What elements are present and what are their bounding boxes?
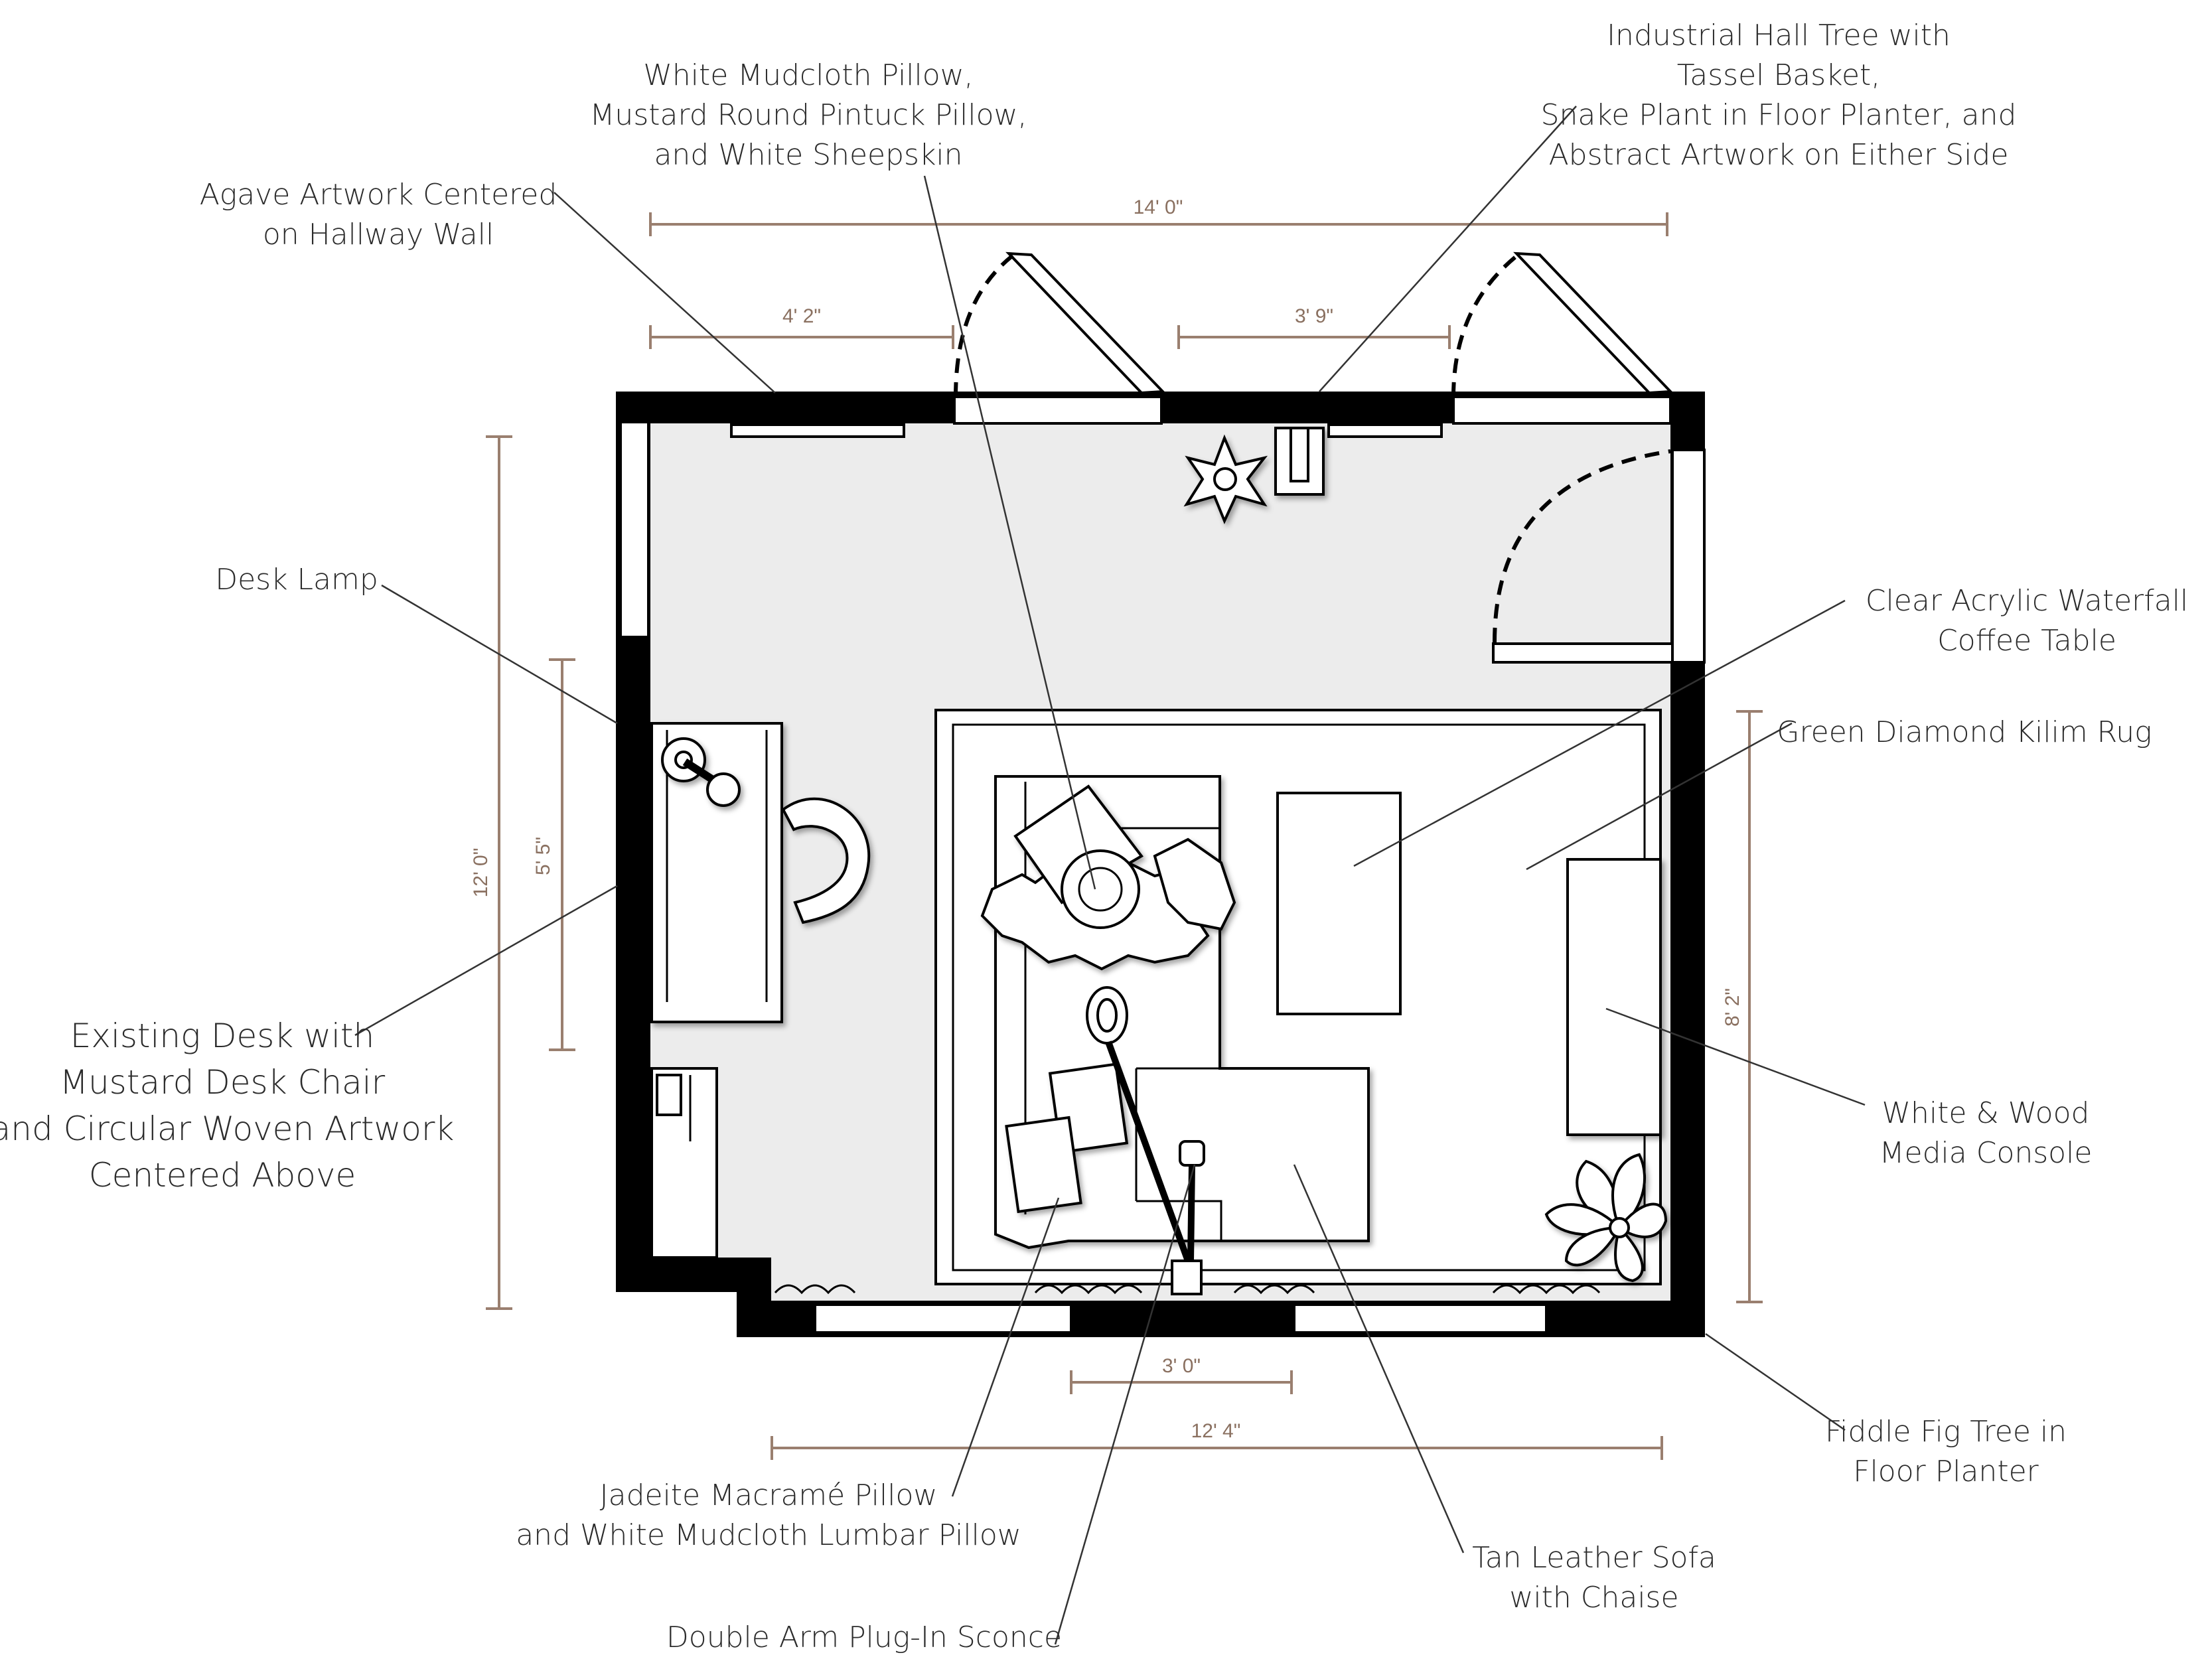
label-sconce: Double Arm Plug-In Sconce	[666, 1621, 1062, 1654]
label-rug: Green Diamond Kilim Rug	[1777, 715, 2152, 749]
label-hall-tree-3: Snake Plant in Floor Planter, and	[1541, 98, 2017, 132]
side-cabinet	[650, 1067, 718, 1259]
dim-bottom-window: 3' 0"	[1162, 1355, 1201, 1377]
media-console	[1566, 858, 1662, 1136]
desk-lamp	[661, 737, 741, 807]
label-jadeite-2: and White Mudcloth Lumbar Pillow	[516, 1518, 1021, 1552]
sofa-pillows	[980, 784, 1236, 1214]
label-hall-tree-1: Industrial Hall Tree with	[1607, 19, 1951, 52]
dim-left-desk: 5' 5"	[532, 837, 554, 875]
dim-right-rug: 8' 2"	[1722, 988, 1743, 1027]
callout-media-console: White & Wood Media Console	[1880, 1096, 2093, 1170]
hall-tree	[1274, 427, 1325, 496]
callout-fiddle-fig: Fiddle Fig Tree in Floor Planter	[1825, 1415, 2067, 1488]
callout-pillows: White Mudcloth Pillow, Mustard Round Pin…	[589, 58, 1027, 172]
fiddle-fig-tree	[1544, 1153, 1668, 1283]
desk-chair	[781, 797, 871, 924]
dim-bottom-overall: 12' 4"	[1191, 1420, 1241, 1442]
door-leaf-left	[1005, 252, 1166, 395]
label-agave-2: on Hallway Wall	[263, 218, 494, 252]
label-coffee-table-2: Coffee Table	[1937, 624, 2116, 658]
label-pillows-1: White Mudcloth Pillow,	[643, 58, 973, 92]
label-hall-tree-4: Abstract Artwork on Either Side	[1549, 138, 2009, 172]
callout-desk: Existing Desk with Mustard Desk Chair an…	[0, 1017, 454, 1194]
dim-left-overall: 12' 0"	[470, 848, 492, 898]
callout-agave: Agave Artwork Centered on Hallway Wall	[200, 178, 557, 252]
callout-sofa: Tan Leather Sofa with Chaise	[1472, 1541, 1716, 1615]
dim-top-overall: 14' 0"	[1134, 196, 1183, 218]
leader-lines	[354, 106, 1866, 1645]
lumbar-pillow	[1005, 1116, 1082, 1214]
door-leaf-right	[1513, 252, 1674, 395]
label-desk-4: Centered Above	[89, 1156, 356, 1194]
label-media-2: Media Console	[1880, 1136, 2093, 1170]
label-sofa-2: with Chaise	[1509, 1581, 1678, 1615]
openings	[619, 252, 1706, 1334]
callout-jadeite: Jadeite Macramé Pillow and White Mudclot…	[516, 1479, 1021, 1552]
callout-sconce: Double Arm Plug-In Sconce	[666, 1621, 1062, 1654]
dim-top-mid: 3' 9"	[1295, 305, 1333, 327]
label-desk-1: Existing Desk with	[70, 1017, 374, 1055]
label-jadeite-1: Jadeite Macramé Pillow	[600, 1479, 938, 1512]
dimension-lines	[486, 212, 1763, 1460]
snake-plant	[1183, 434, 1268, 525]
label-pillows-2: Mustard Round Pintuck Pillow,	[589, 98, 1027, 132]
callout-rug: Green Diamond Kilim Rug	[1777, 715, 2152, 749]
label-media-1: White & Wood	[1882, 1096, 2090, 1130]
label-desk-2: Mustard Desk Chair	[60, 1063, 386, 1102]
label-fig-1: Fiddle Fig Tree in	[1825, 1415, 2067, 1449]
callout-desk-lamp: Desk Lamp	[215, 563, 378, 597]
label-desk-lamp: Desk Lamp	[215, 563, 378, 597]
callout-coffee-table: Clear Acrylic Waterfall Coffee Table	[1866, 584, 2188, 658]
label-coffee-table-1: Clear Acrylic Waterfall	[1866, 584, 2188, 618]
label-agave-1: Agave Artwork Centered	[200, 178, 557, 212]
callout-hall-tree: Industrial Hall Tree with Tassel Basket,…	[1541, 19, 2017, 172]
label-pillows-3: and White Sheepskin	[654, 138, 962, 172]
label-sofa-1: Tan Leather Sofa	[1472, 1541, 1716, 1575]
label-fig-2: Floor Planter	[1853, 1455, 2039, 1488]
label-hall-tree-2: Tassel Basket,	[1677, 58, 1881, 92]
coffee-table	[1276, 792, 1402, 1015]
dim-top-left: 4' 2"	[782, 305, 821, 327]
pintuck-pillow	[1061, 849, 1140, 929]
label-desk-3: and Circular Woven Artwork	[0, 1110, 454, 1148]
double-arm-sconce	[1086, 986, 1205, 1295]
